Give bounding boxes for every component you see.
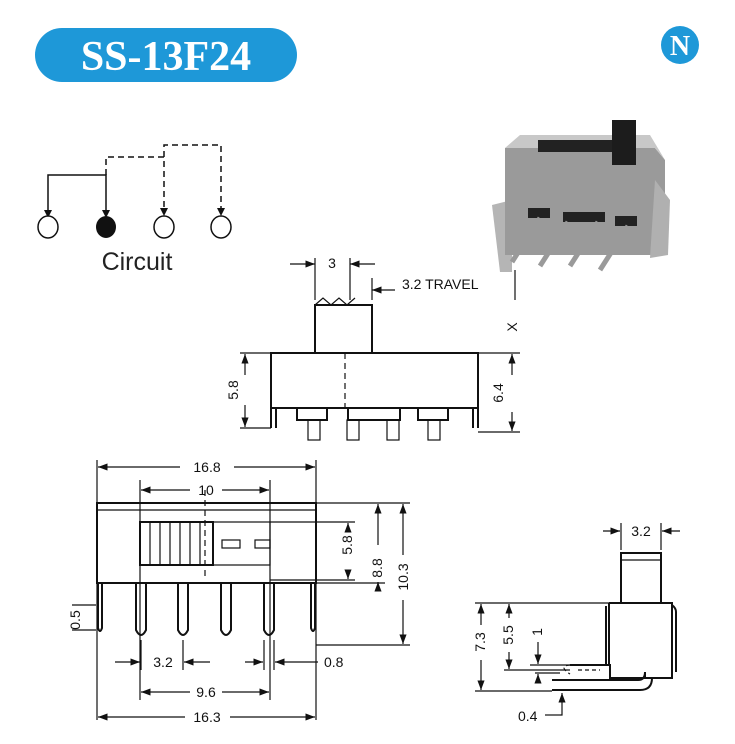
dim-pitch: 3.2 [153, 654, 173, 670]
dim-overall-length: 16.8 [193, 459, 220, 475]
pins [97, 583, 316, 636]
dim-side-thickness: 0.4 [518, 708, 538, 724]
dim-side-height: 7.3 [472, 632, 488, 652]
dim-actuator-width: 3 [328, 255, 336, 271]
circuit-label: Circuit [102, 248, 173, 276]
side-view: 3.2 7.3 5.5 1 0.4 [472, 523, 680, 724]
terminal-circle [153, 215, 175, 239]
dim-side-pin-height: 5.5 [500, 625, 516, 645]
dim-x: X [504, 322, 520, 332]
circuit-diagram: Circuit [37, 144, 232, 276]
dim-8-8: 8.8 [369, 558, 385, 578]
terminal-circle [37, 215, 59, 239]
title-badge: SS-13F24 [35, 28, 297, 82]
dim-pin-width: 0.5 [67, 610, 83, 630]
dim-pin-thickness: 0.8 [324, 654, 344, 670]
terminal-circle [210, 215, 232, 239]
dim-body-height: 5.8 [225, 380, 241, 400]
dim-total-height: 6.4 [490, 383, 506, 403]
common-terminal [96, 216, 116, 238]
dim-pin-span: 9.6 [196, 684, 216, 700]
dim-side-actuator: 3.2 [631, 523, 651, 539]
brand-logo-text: N [670, 31, 690, 62]
bottom-view: 16.8 10 5.8 8.8 10.3 0.5 3.2 0.8 9.6 16.… [67, 459, 411, 725]
dim-side-offset: 1 [529, 628, 545, 636]
dim-pin-total: 16.3 [193, 709, 220, 725]
brand-logo: N [661, 26, 699, 64]
dim-slot-length: 10 [198, 482, 214, 498]
product-photo [492, 120, 670, 272]
front-view: 3 3.2 TRAVEL X 5.8 6.4 [225, 255, 520, 441]
dim-travel: 3.2 TRAVEL [402, 276, 479, 292]
dim-10-3: 10.3 [395, 563, 411, 590]
title: SS-13F24 [81, 34, 251, 80]
dim-5-8: 5.8 [339, 535, 355, 555]
